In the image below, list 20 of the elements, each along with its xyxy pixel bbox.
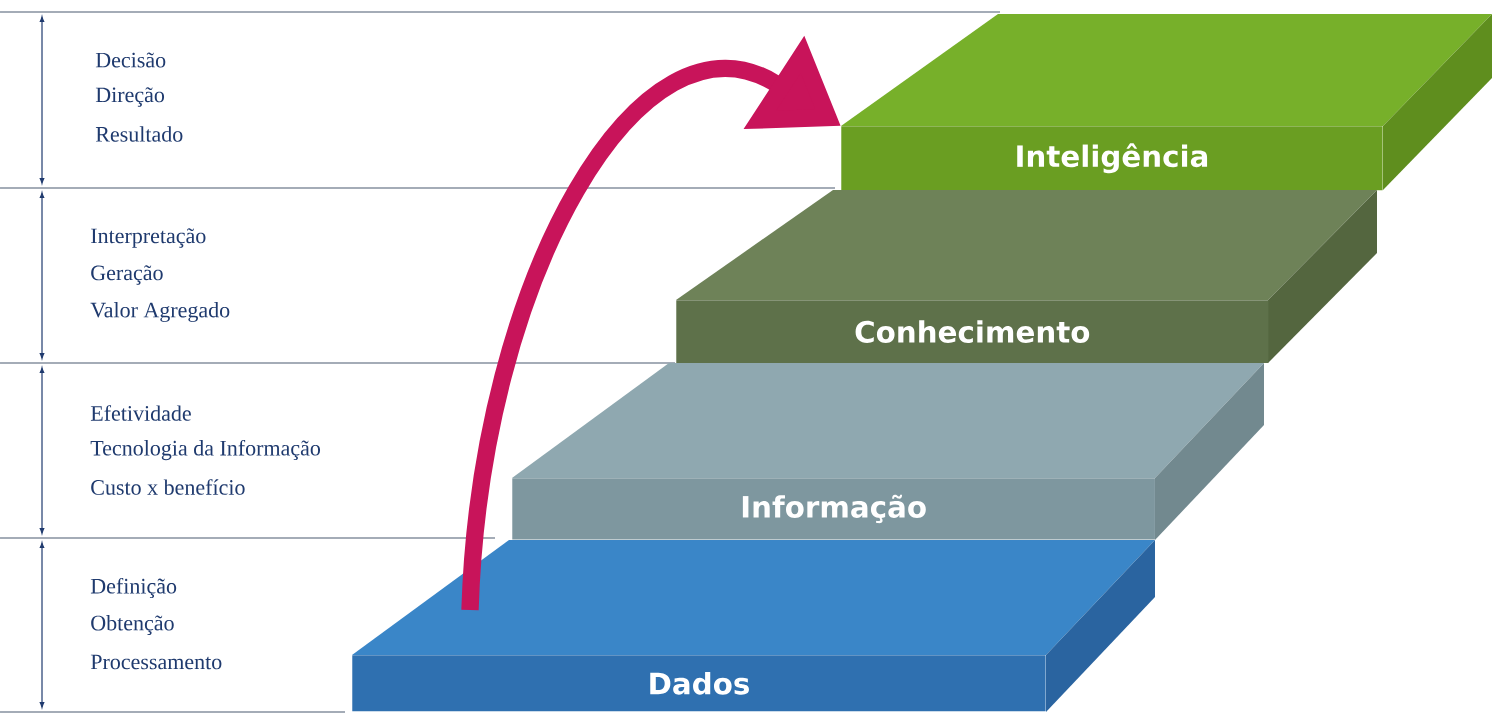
node-label: Conhecimento bbox=[855, 320, 1090, 343]
side-label: Interpretação bbox=[91, 228, 206, 248]
side-label: Direção bbox=[95, 87, 165, 107]
node-label: Informação bbox=[742, 494, 926, 524]
side-label: Definição bbox=[90, 577, 177, 599]
side-label: Tecnologia da Informação bbox=[90, 439, 321, 461]
side-label: Efetividade bbox=[90, 405, 191, 421]
step-block: Dados bbox=[352, 540, 1155, 712]
side-label: Geração bbox=[91, 265, 163, 285]
side-label: Resultado bbox=[95, 126, 183, 142]
side-label: Decisão bbox=[95, 52, 166, 68]
side-label: Valor Agregado bbox=[90, 302, 230, 322]
step-block: Conhecimento bbox=[676, 190, 1377, 363]
side-label: Custo x benefício bbox=[91, 479, 245, 495]
side-label: Processamento bbox=[90, 654, 222, 670]
node-label: Dados bbox=[650, 671, 749, 695]
step-block: Informação bbox=[512, 363, 1264, 540]
step-block: Inteligência bbox=[841, 14, 1492, 191]
node-label: Inteligência bbox=[1017, 143, 1208, 174]
side-label: Obtenção bbox=[91, 615, 174, 635]
